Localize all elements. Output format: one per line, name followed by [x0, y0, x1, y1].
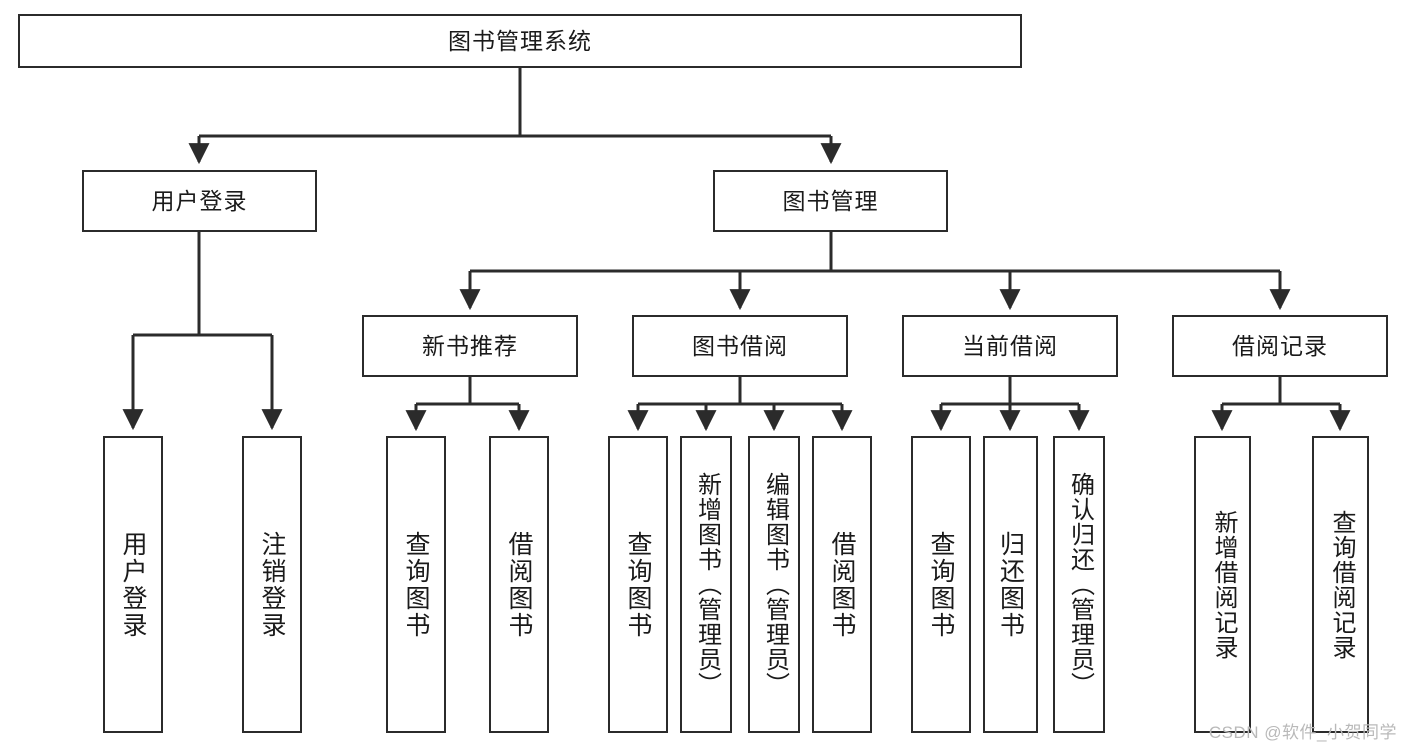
node-new-book-recommend[interactable]: 新书推荐	[362, 315, 578, 377]
node-root-label: 图书管理系统	[448, 27, 592, 54]
node-leaf-label: 归还图书	[996, 530, 1025, 639]
node-book-management-label: 图书管理	[782, 187, 879, 214]
node-leaf-label: 借阅图书	[505, 530, 533, 639]
node-leaf-label: 新增借阅记录	[1209, 509, 1237, 660]
node-leaf-label: 确认归还（管理员）	[1066, 472, 1094, 697]
node-new-book-recommend-label: 新书推荐	[422, 332, 518, 359]
node-leaf-book-borrow-borrow[interactable]: 借阅图书	[812, 436, 872, 733]
node-leaf-book-borrow-query[interactable]: 查询图书	[608, 436, 668, 733]
node-current-borrow-label: 当前借阅	[962, 332, 1058, 359]
node-leaf-user-login-logout[interactable]: 注销登录	[242, 436, 302, 733]
node-leaf-label: 用户登录	[119, 530, 147, 639]
node-book-borrow[interactable]: 图书借阅	[632, 315, 848, 377]
node-leaf-current-borrow-confirm[interactable]: 确认归还（管理员）	[1053, 436, 1105, 733]
node-leaf-current-borrow-query[interactable]: 查询图书	[911, 436, 971, 733]
node-leaf-label: 注销登录	[258, 530, 286, 639]
node-root[interactable]: 图书管理系统	[18, 14, 1022, 68]
node-leaf-label: 查询图书	[927, 530, 955, 639]
node-leaf-user-login-login[interactable]: 用户登录	[103, 436, 163, 733]
node-user-login[interactable]: 用户登录	[82, 170, 317, 232]
node-borrow-record-label: 借阅记录	[1232, 332, 1328, 359]
node-leaf-borrow-record-query[interactable]: 查询借阅记录	[1312, 436, 1369, 733]
node-leaf-current-borrow-return[interactable]: 归还图书	[983, 436, 1038, 733]
node-leaf-label: 查询图书	[624, 530, 652, 639]
node-user-login-label: 用户登录	[151, 187, 248, 214]
node-leaf-borrow-record-add[interactable]: 新增借阅记录	[1194, 436, 1251, 733]
node-leaf-new-book-borrow[interactable]: 借阅图书	[489, 436, 549, 733]
node-borrow-record[interactable]: 借阅记录	[1172, 315, 1388, 377]
node-leaf-label: 查询借阅记录	[1327, 509, 1355, 660]
node-leaf-book-borrow-add[interactable]: 新增图书（管理员）	[680, 436, 732, 733]
node-book-management[interactable]: 图书管理	[713, 170, 948, 232]
node-leaf-label: 查询图书	[402, 530, 430, 639]
node-leaf-label: 新增图书（管理员）	[693, 472, 721, 697]
node-leaf-label: 编辑图书（管理员）	[761, 472, 789, 697]
node-leaf-new-book-query[interactable]: 查询图书	[386, 436, 446, 733]
watermark: CSDN @软件_小贺同学	[1208, 723, 1397, 742]
node-leaf-label: 借阅图书	[828, 530, 856, 639]
node-leaf-book-borrow-edit[interactable]: 编辑图书（管理员）	[748, 436, 800, 733]
node-book-borrow-label: 图书借阅	[692, 332, 788, 359]
node-current-borrow[interactable]: 当前借阅	[902, 315, 1118, 377]
